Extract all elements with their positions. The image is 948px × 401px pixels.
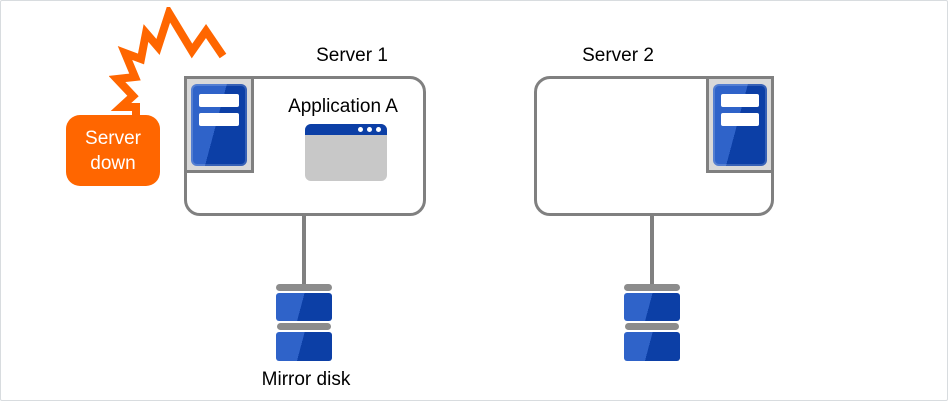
server2-disk-connector [650,215,654,285]
mirror-disk-label: Mirror disk [261,369,351,390]
disk-platter [276,332,332,361]
window-titlebar [305,124,387,135]
server-drive-slot [199,94,239,107]
server-tower-icon [191,84,247,166]
server-down-line2: down [90,152,136,174]
server1-label: Server 1 [316,45,388,66]
server2-icon-frame [706,76,774,173]
server-drive-slot [199,113,239,126]
server-drive-slot [721,113,759,126]
application-window-icon [305,124,387,181]
server-down-badge: Server down [66,115,160,186]
window-dot-icon [367,127,372,132]
server-tower-icon [713,84,767,166]
window-dot-icon [376,127,381,132]
window-dot-icon [358,127,363,132]
disk-platter [624,293,680,321]
disk-separator [277,323,331,330]
disk-cap [276,284,332,291]
server-down-line1: Server [85,127,141,149]
disk-separator [625,323,679,330]
server1-disk-connector [302,215,306,285]
server2-label: Server 2 [582,45,654,66]
disk-platter [624,332,680,361]
application-a-label: Application A [288,96,398,117]
disk-platter [276,293,332,321]
crash-zigzag-icon [109,7,227,115]
server-drive-slot [721,94,759,107]
mirror-disk-icon [624,284,680,362]
mirror-disk-icon [276,284,332,362]
disk-cap [624,284,680,291]
server1-icon-frame [184,76,254,173]
